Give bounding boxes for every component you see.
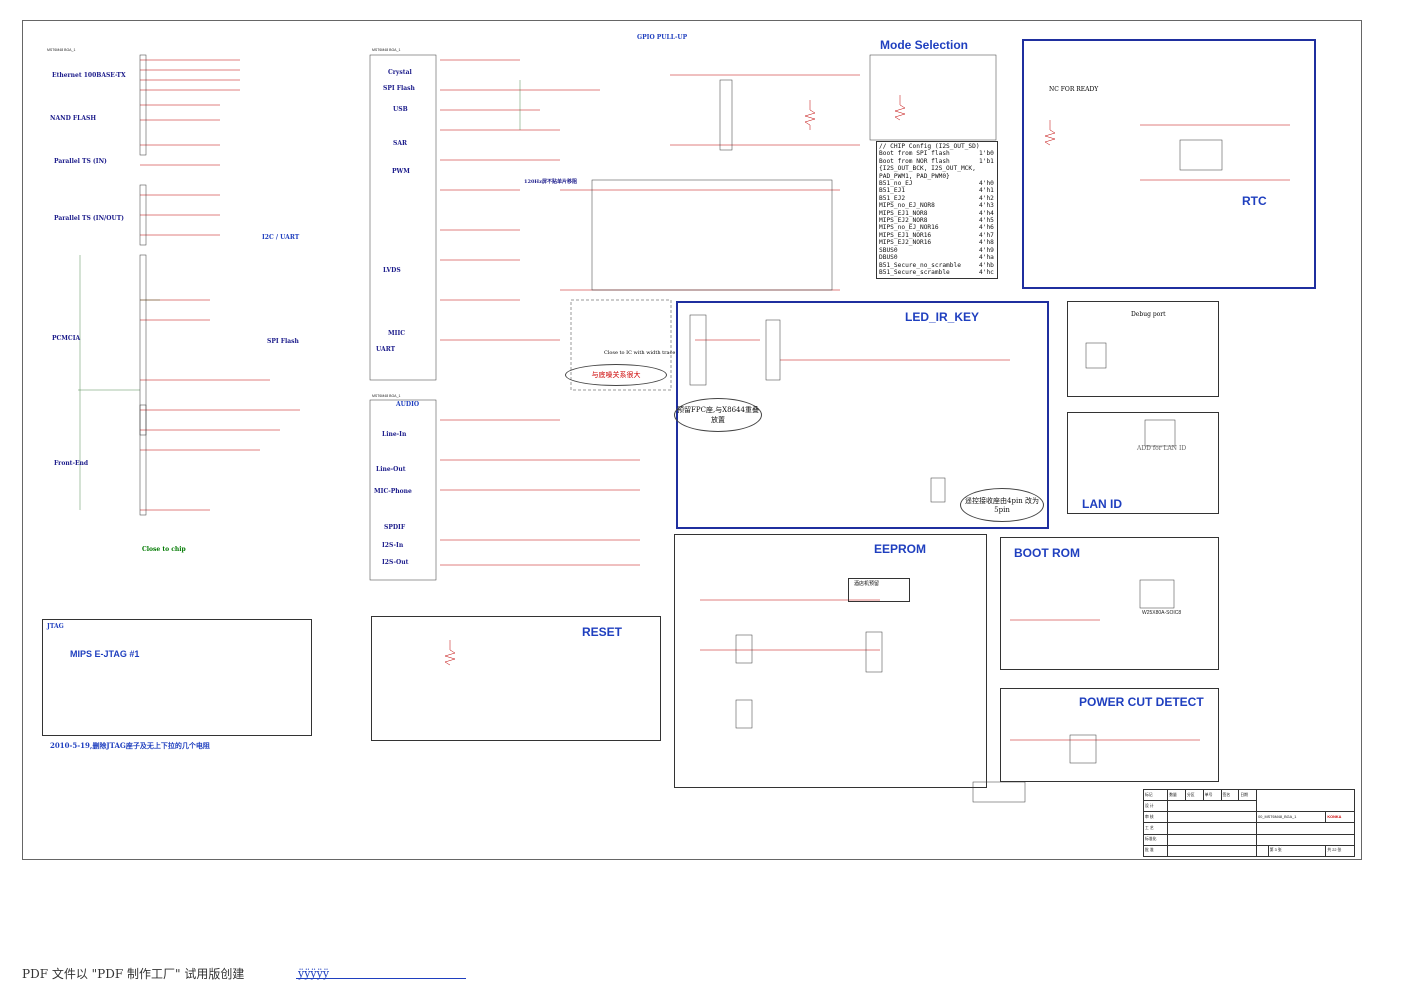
block-ethernet: Ethernet 100BASE-TX bbox=[52, 72, 126, 79]
konka-logo: KONKA bbox=[1325, 811, 1355, 824]
audio-title: AUDIO bbox=[396, 401, 420, 408]
block-spdif: SPDIF bbox=[384, 524, 406, 531]
i2c-uart-title: I2C / UART bbox=[262, 234, 300, 241]
jtag-removal-note: 2010-5-19,删除JTAG座子及无上下拉的几个电阻 bbox=[50, 741, 210, 750]
block-spi-flash: SPI Flash bbox=[383, 85, 415, 92]
block-pwm: PWM bbox=[392, 168, 410, 175]
jtag-title: JTAG bbox=[47, 623, 64, 630]
lan-id-title: LAN ID bbox=[1082, 497, 1122, 511]
lan-id-note: ADD for LAN ID bbox=[1137, 445, 1187, 452]
debug-port-box bbox=[1067, 301, 1219, 397]
boot-rom-title: BOOT ROM bbox=[1014, 546, 1080, 560]
block-line-out: Line-Out bbox=[376, 466, 406, 473]
chip-config-header: // CHIP Config (I2S_OUT_SD) bbox=[879, 143, 980, 150]
ir-note-bubble: 遥控接收座由4pin 改为5pin bbox=[960, 488, 1044, 522]
reset-box bbox=[371, 616, 661, 741]
config-row: {I2S_OUT_BCK, I2S_OUT_MCK, bbox=[879, 165, 976, 173]
mips-jtag-title: MIPS E-JTAG #1 bbox=[70, 649, 140, 659]
footer-underline bbox=[296, 978, 466, 979]
fpc-note-bubble: 预留FPC座,与X8644重叠放置 bbox=[674, 398, 762, 432]
block-mic-phone: MIC-Phone bbox=[374, 488, 412, 495]
rtc-note: NC FOR READY bbox=[1049, 86, 1099, 93]
config-row: PAD_PWM1, PAD_PWM0} bbox=[879, 172, 950, 180]
rtc-box bbox=[1022, 39, 1316, 289]
sheet-border bbox=[22, 20, 1362, 860]
term-120hz-note: 120Hz屏不贴单片移阻 bbox=[524, 179, 578, 185]
hotel-note-box bbox=[848, 578, 910, 602]
boot-rom-box bbox=[1000, 537, 1219, 670]
close-to-chip-note: Close to chip bbox=[142, 546, 186, 553]
chip-label-mid: MST6M48 BGA_1 bbox=[372, 48, 401, 52]
block-line-in: Line-In bbox=[382, 431, 407, 438]
eeprom-title: EEPROM bbox=[874, 542, 927, 556]
power-cut-title: POWER CUT DETECT bbox=[1079, 695, 1204, 709]
lan-id-box bbox=[1067, 412, 1219, 514]
block-i2s-in: I2S-In bbox=[382, 542, 404, 549]
debug-port-title: Debug port bbox=[1131, 311, 1166, 318]
hotel-note: 酒店机预留 bbox=[854, 581, 880, 587]
boot-rom-part: W25X80A-SOIC8 bbox=[1142, 610, 1182, 616]
config-border bbox=[876, 141, 998, 279]
chip-config-table: // CHIP Config (I2S_OUT_SD) Boot from SP… bbox=[879, 143, 994, 276]
pdf-footer-text: PDF 文件以 "PDF 制作工厂" 试用版创建 bbox=[22, 967, 245, 981]
block-lvds: LVDS bbox=[383, 267, 401, 274]
block-i2s-out: I2S-Out bbox=[382, 559, 409, 566]
power-cut-box bbox=[1000, 688, 1219, 782]
chip-label-left: MST6M48 BGA_1 bbox=[47, 48, 76, 52]
chip-label-audio: MST6M48 BGA_1 bbox=[372, 394, 401, 398]
rtc-title: RTC bbox=[1242, 194, 1267, 208]
block-front-end: Front-End bbox=[54, 460, 89, 467]
led-ir-key-title: LED_IR_KEY bbox=[905, 310, 980, 324]
ground-noise-note: 与底噪关系很大 bbox=[565, 364, 667, 386]
close-to-ic-note: Close to IC with width trace bbox=[604, 350, 676, 356]
block-parallel-ts-in: Parallel TS (IN) bbox=[54, 158, 107, 165]
block-usb: USB bbox=[393, 106, 408, 113]
gpio-pullup-title: GPIO PULL-UP bbox=[637, 34, 688, 41]
block-parallel-ts-inout: Parallel TS (IN/OUT) bbox=[54, 215, 125, 222]
block-miic: MIIC bbox=[388, 330, 406, 337]
eeprom-box bbox=[674, 534, 987, 788]
pdf-footer-link[interactable]: ÿÿÿÿÿ bbox=[298, 967, 330, 980]
block-nand-flash: NAND FLASH bbox=[50, 115, 97, 122]
block-pcmcia: PCMCIA bbox=[52, 335, 81, 342]
mode-selection-title: Mode Selection bbox=[880, 38, 969, 52]
block-uart: UART bbox=[376, 346, 396, 353]
reset-title: RESET bbox=[582, 625, 623, 639]
jtag-box bbox=[42, 619, 312, 736]
spi-flash-left-title: SPI Flash bbox=[267, 338, 299, 345]
block-sar: SAR bbox=[393, 140, 407, 147]
block-crystal: Crystal bbox=[388, 69, 412, 76]
